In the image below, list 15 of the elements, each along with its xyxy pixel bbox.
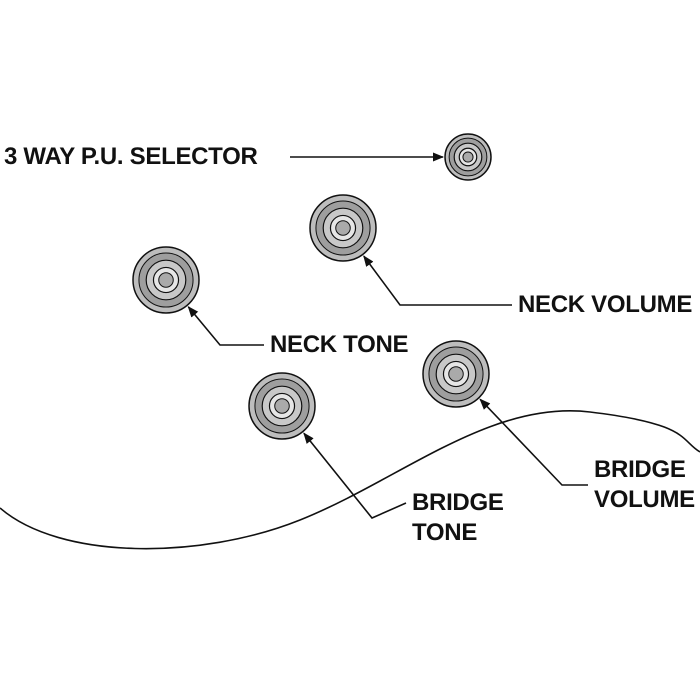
control-knob — [131, 245, 201, 315]
leader-line — [188, 306, 264, 346]
callout-label: NECK VOLUME — [518, 290, 698, 320]
leader-line — [290, 152, 444, 162]
control-knob — [443, 132, 493, 182]
leader-line — [479, 398, 588, 486]
control-knob — [421, 339, 491, 409]
control-knob — [247, 371, 317, 441]
control-knob — [308, 193, 378, 263]
callout-label: NECK TONE — [270, 330, 420, 360]
leader-line — [363, 255, 512, 306]
callout-label: BRIDGE TONE — [412, 488, 512, 548]
callout-label: 3 WAY P.U. SELECTOR — [4, 142, 266, 172]
callout-label: BRIDGE VOLUME — [594, 455, 698, 515]
leader-line — [303, 432, 406, 519]
